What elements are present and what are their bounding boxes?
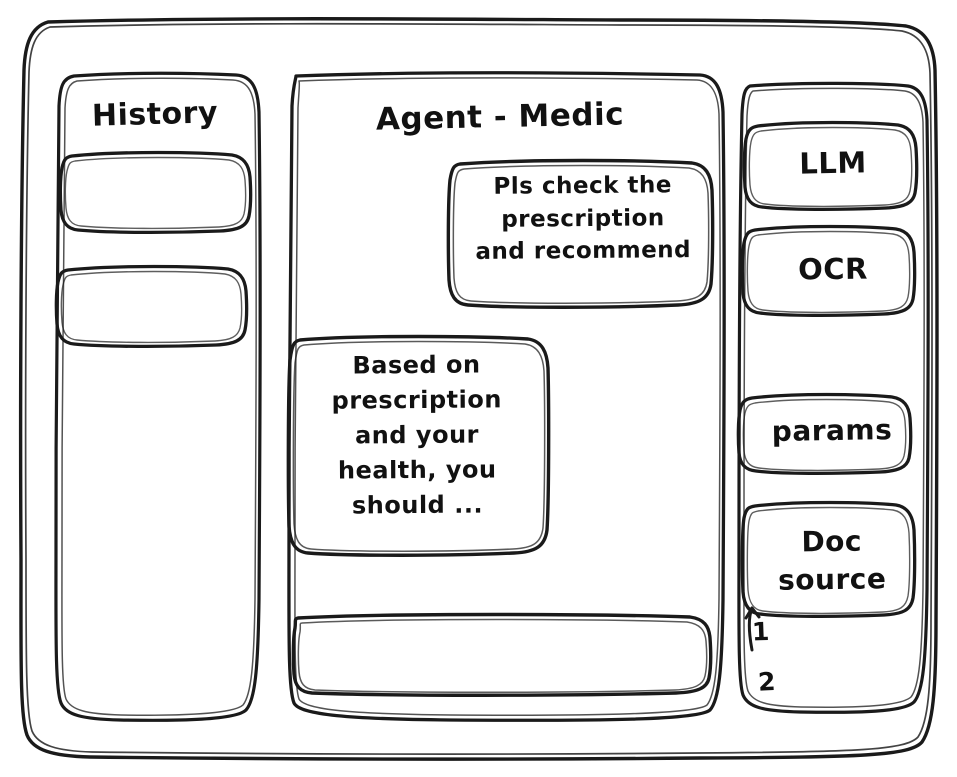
message-input-outline: [291, 612, 713, 697]
message-input[interactable]: [292, 614, 712, 696]
ocr-button[interactable]: [740, 226, 916, 316]
history-item-2-outline: [54, 264, 249, 349]
doc-source-button-outline: [740, 500, 917, 619]
llm-button-outline: [742, 120, 919, 212]
doc-source-connector: [744, 606, 761, 652]
llm-button[interactable]: [742, 122, 918, 210]
doc-source-item-2[interactable]: 2: [757, 666, 777, 697]
params-button-outline: [736, 392, 913, 476]
window-frame-outline: [18, 17, 939, 761]
assistant-message-bubble-outline: [286, 334, 551, 557]
history-item-1-outline: [58, 150, 253, 235]
agent-page-title: Agent - Medic: [375, 96, 625, 138]
history-panel: [56, 72, 264, 724]
tools-panel-outline: [737, 81, 930, 714]
user-message-bubble[interactable]: [446, 160, 716, 310]
params-button[interactable]: [736, 394, 912, 474]
user-message-bubble-outline: [446, 158, 715, 309]
doc-source-item-1[interactable]: 1: [751, 616, 771, 647]
ocr-button-outline: [740, 224, 917, 318]
doc-source-button[interactable]: [740, 502, 916, 616]
assistant-message-bubble[interactable]: [286, 336, 552, 558]
